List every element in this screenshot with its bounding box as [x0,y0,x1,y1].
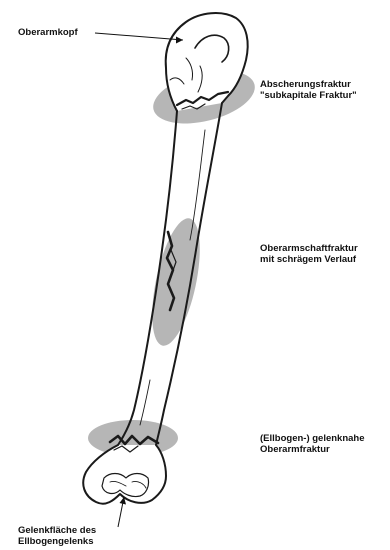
shaft-fracture-label: Oberarmschaftfraktur mit schrägem Verlau… [260,243,358,265]
elbow-fracture-label: (Ellbogen-) gelenknahe Oberarmfraktur [260,433,365,455]
humeral-head-leader [95,33,183,40]
humeral-head-label: Oberarmkopf [18,27,78,38]
subcapital-fracture-label: Abscherungsfraktur "subkapitale Fraktur" [260,79,357,101]
articular-surface [102,474,149,497]
articular-surface-label: Gelenkfläche des Ellbogengelenks [18,525,96,547]
distal-humerus [83,445,166,504]
